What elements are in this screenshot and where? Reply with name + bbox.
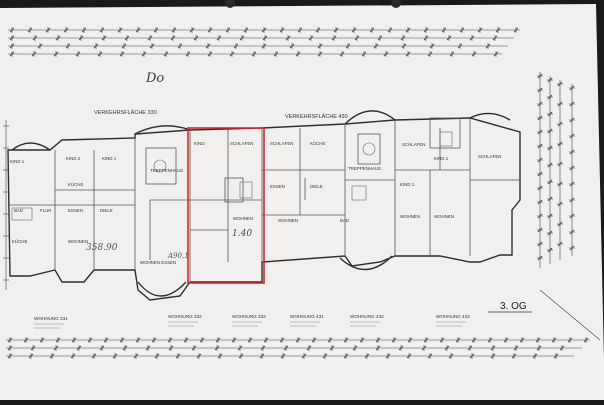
room-label: ESSEN [68, 208, 83, 213]
room-label: KIND [194, 141, 205, 146]
handwritten-note: A90,1 [167, 252, 189, 260]
room-label: KIND 1 [400, 182, 415, 187]
room-label: WOHNEN ESSEN [140, 260, 176, 265]
room-label: DIELE [310, 184, 323, 189]
room-label: KÜCHE [12, 239, 27, 244]
highlighted-apartment-frame [187, 127, 265, 284]
room-label: TREPPENHAUS [150, 168, 183, 173]
room-label: WOHNEN [400, 214, 420, 219]
room-label: WOHNEN [278, 218, 298, 223]
room-label: KIND 1 [102, 156, 117, 161]
dimension-lines [3, 27, 601, 359]
room-label: DIELE [100, 208, 113, 213]
apartment-label: WOHNUNG 433 [436, 314, 470, 319]
room-label: WOHNEN [68, 239, 88, 244]
apartment-label: WOHNUNG 432 [350, 314, 384, 319]
room-label: SCHLAFEN [478, 154, 501, 159]
binder-hole [225, 0, 235, 8]
room-label: KIND 2 [66, 156, 81, 161]
binder-hole [391, 0, 401, 8]
apartment-area-rows [34, 321, 466, 329]
room-labels: KIND 1 KIND 2 KIND 1 BAD FLUR ESSEN KÜCH… [10, 141, 501, 265]
handwritten-note: 1.40 [232, 229, 252, 239]
room-label: WOHNEN [233, 216, 253, 221]
interior-walls [8, 117, 520, 282]
corridor-label: VERKEHRSFLÄCHE 330 [94, 109, 157, 116]
handwritten-note: 358.90 [86, 243, 118, 253]
apartment-label: WOHNUNG 332 [168, 314, 202, 319]
floor-label: 3. OG [500, 301, 527, 312]
room-label: TREPPENHAUS [348, 166, 381, 171]
room-label: BAD [14, 208, 23, 213]
room-label: FLUR [40, 208, 51, 213]
room-label: SCHLAFEN [402, 142, 425, 147]
room-label: SCHLAFEN [230, 141, 253, 146]
apartment-label: WOHNUNG 331 [34, 316, 68, 321]
corridor-label: VERKEHRSFLÄCHE 430 [285, 113, 348, 120]
paper-sheet [0, 4, 604, 400]
apartment-label: WOHNUNG 333 [232, 314, 266, 319]
room-label: WOHNEN [434, 214, 454, 219]
handwritten-mark: Do [145, 71, 164, 86]
sanitary-fixtures [11, 131, 453, 221]
room-label: SCHLAFEN [270, 141, 293, 146]
room-label: KÜCHE [310, 141, 325, 146]
room-label: KÜCHE [68, 182, 83, 187]
apartment-label: WOHNUNG 431 [290, 314, 324, 319]
room-label: BAD [340, 218, 349, 223]
room-label: KIND 1 [434, 156, 449, 161]
room-label: KIND 1 [10, 159, 25, 164]
room-label: ESSEN [270, 184, 285, 189]
apartment-labels: WOHNUNG 331 WOHNUNG 332 WOHNUNG 333 WOHN… [34, 314, 470, 321]
